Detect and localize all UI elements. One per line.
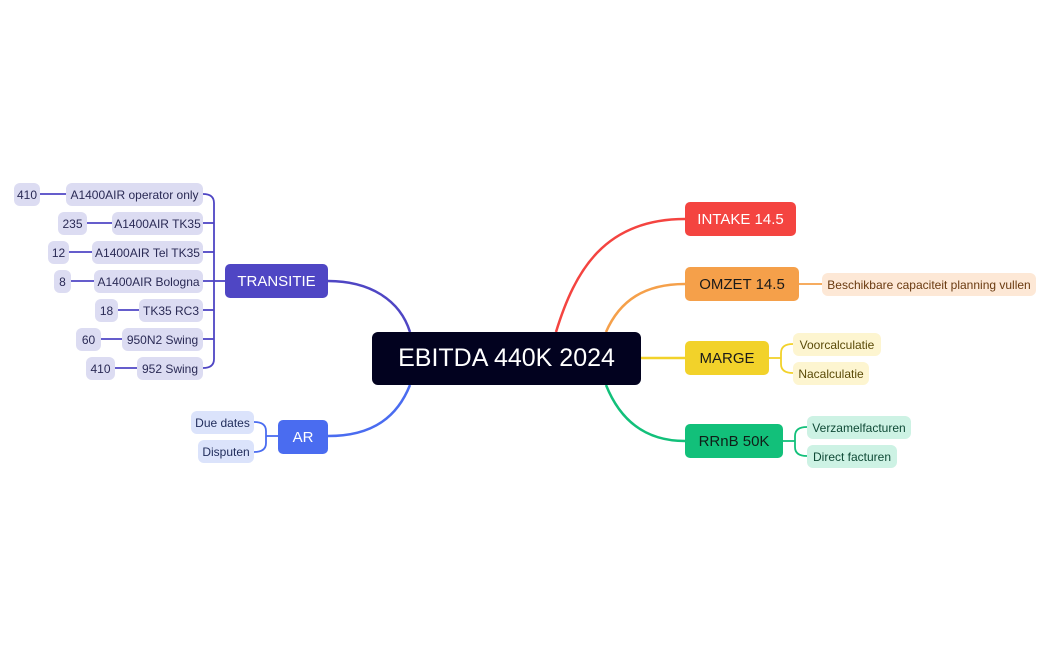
node-rrnb[interactable]: RRnB 50K <box>685 424 783 458</box>
node-omzet[interactable]: OMZET 14.5 <box>685 267 799 301</box>
transitie-item-6[interactable]: 952 Swing <box>137 357 203 380</box>
transitie-item-1-value[interactable]: 235 <box>58 212 87 235</box>
transitie-item-2[interactable]: A1400AIR Tel TK35 <box>92 241 203 264</box>
rrnb-item-direct-facturen[interactable]: Direct facturen <box>807 445 897 468</box>
marge-item-voorcalculatie[interactable]: Voorcalculatie <box>793 333 881 356</box>
ar-item-due-dates[interactable]: Due dates <box>191 411 254 434</box>
transitie-item-3[interactable]: A1400AIR Bologna <box>94 270 203 293</box>
transitie-item-3-value[interactable]: 8 <box>54 270 71 293</box>
node-ar[interactable]: AR <box>278 420 328 454</box>
transitie-item-4-value[interactable]: 18 <box>95 299 118 322</box>
rrnb-item-verzamelfacturen[interactable]: Verzamelfacturen <box>807 416 911 439</box>
transitie-item-0[interactable]: A1400AIR operator only <box>66 183 203 206</box>
transitie-item-1[interactable]: A1400AIR TK35 <box>112 212 203 235</box>
transitie-item-6-value[interactable]: 410 <box>86 357 115 380</box>
node-transitie[interactable]: TRANSITIE <box>225 264 328 298</box>
ar-item-disputen[interactable]: Disputen <box>198 440 254 463</box>
transitie-item-5[interactable]: 950N2 Swing <box>122 328 203 351</box>
transitie-item-5-value[interactable]: 60 <box>76 328 101 351</box>
transitie-item-0-value[interactable]: 410 <box>14 183 40 206</box>
transitie-item-2-value[interactable]: 12 <box>48 241 69 264</box>
marge-item-nacalculatie[interactable]: Nacalculatie <box>793 362 869 385</box>
omzet-item-capaciteit[interactable]: Beschikbare capaciteit planning vullen <box>822 273 1036 296</box>
node-marge[interactable]: MARGE <box>685 341 769 375</box>
central-node[interactable]: EBITDA 440K 2024 <box>372 332 641 385</box>
transitie-item-4[interactable]: TK35 RC3 <box>139 299 203 322</box>
node-intake[interactable]: INTAKE 14.5 <box>685 202 796 236</box>
